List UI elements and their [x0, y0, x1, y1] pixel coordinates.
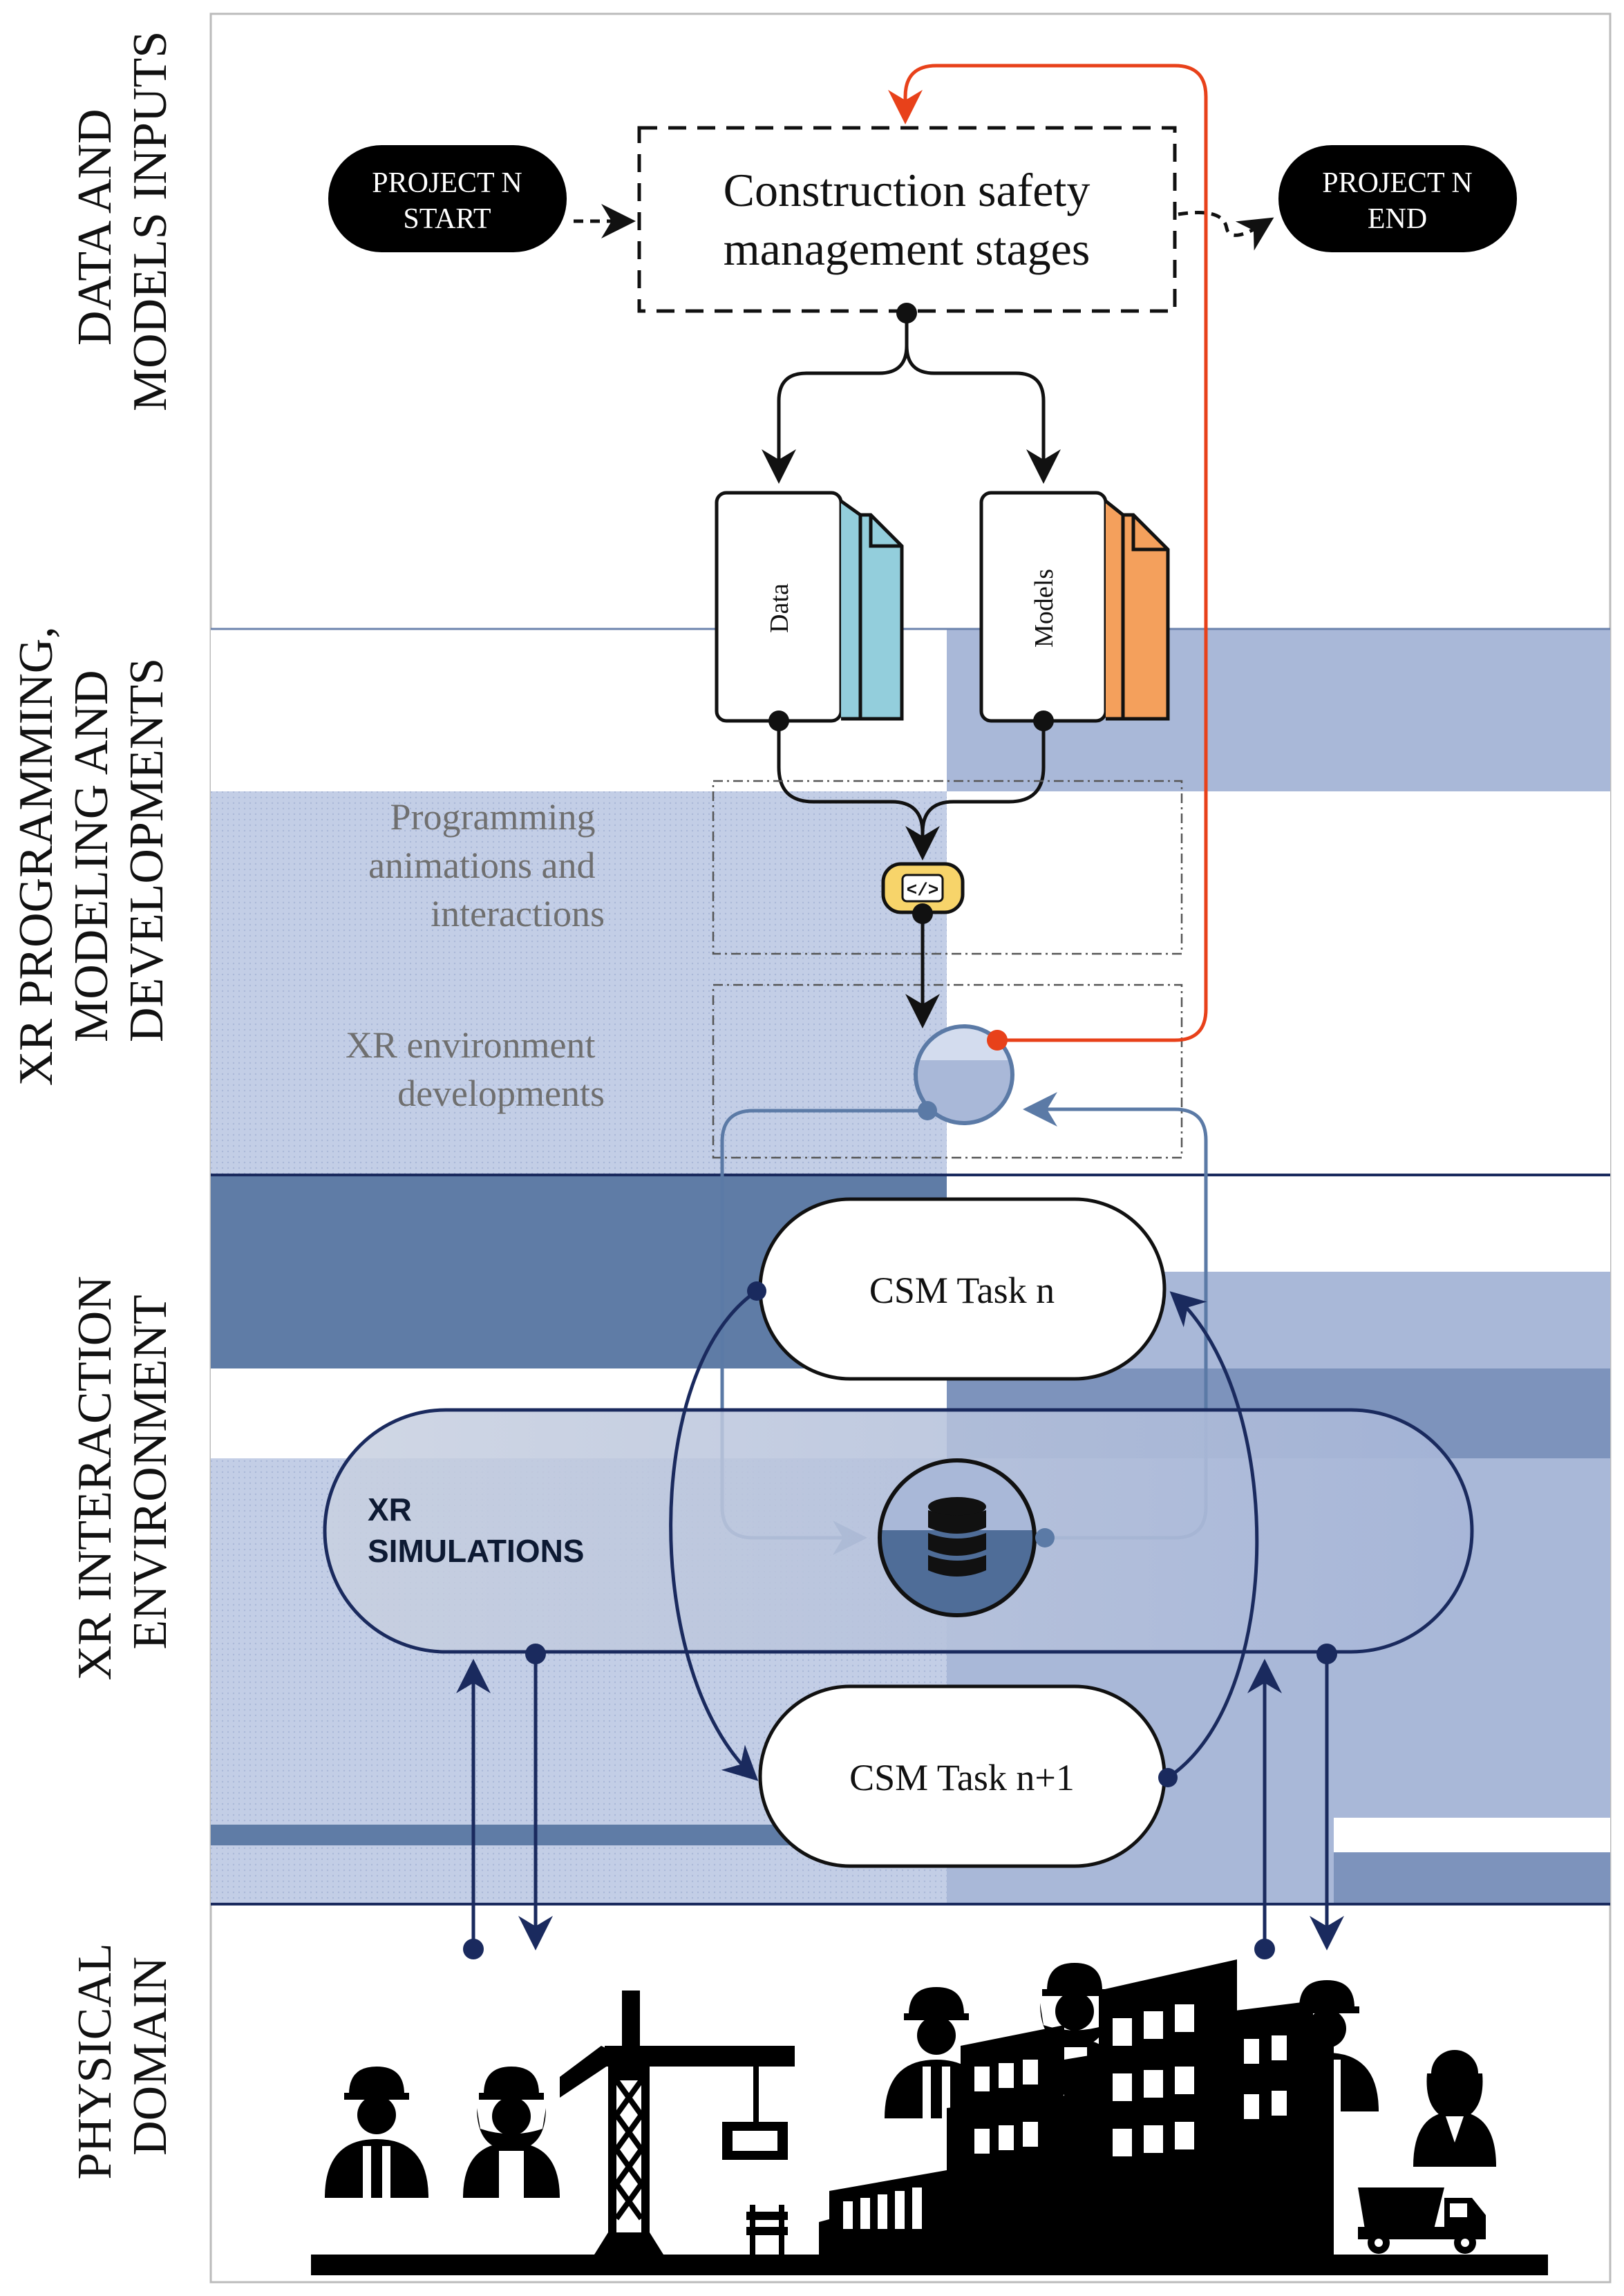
- svg-text:PROJECT N: PROJECT N: [1322, 167, 1472, 199]
- lane-label-xr-programming: XR PROGRAMMING, MODELING AND DEVELOPMENT…: [10, 614, 173, 1086]
- tower-crane-icon: [560, 1991, 795, 2255]
- lane-label-xr-interaction: XR INTERACTION ENVIRONMENT: [68, 1264, 177, 1681]
- xr-environment-region: [712, 984, 1183, 1159]
- svg-text:PROJECT N: PROJECT N: [372, 167, 522, 199]
- xr-environment-node: [914, 1024, 1014, 1125]
- data-document-label: Data: [765, 583, 794, 633]
- stage-to-models-arrow: [905, 313, 1061, 484]
- task-n1-to-task-n-arrow: [1167, 1291, 1259, 1780]
- csm-task-n1: CSM Task n+1: [758, 1684, 1167, 1868]
- project-start-terminal: PROJECT N START: [328, 145, 567, 252]
- ground-line: [311, 2255, 1548, 2275]
- lane-label-physical-domain: PHYSICAL DOMAIN: [68, 1932, 177, 2179]
- models-document-icon: Models: [979, 491, 1170, 723]
- data-to-code-arrow: [777, 721, 940, 860]
- svg-text:END: END: [1368, 203, 1427, 235]
- physical-domain-scene: [311, 1959, 1548, 2275]
- svg-text:Construction safety: Construction safety: [724, 164, 1090, 216]
- project-end-terminal: PROJECT N END: [1278, 145, 1517, 252]
- stage-to-end-arrow: [1178, 211, 1274, 251]
- svg-text:CSM Task n+1: CSM Task n+1: [849, 1757, 1075, 1798]
- svg-text:START: START: [403, 203, 491, 235]
- csm-task-n: CSM Task n: [758, 1197, 1167, 1381]
- xr-simulations-label: XR SIMULATIONS: [368, 1492, 584, 1569]
- xr-environment-label: XR environment developments: [346, 1024, 605, 1114]
- office-worker-icon: [1413, 2050, 1496, 2167]
- xr-programming-lane-background: [211, 628, 1610, 1175]
- lane-label-data-models-inputs: DATA AND MODELS INPUTS: [68, 31, 177, 411]
- dump-truck-icon: [1358, 2187, 1486, 2254]
- database-output-dot: [1035, 1528, 1055, 1547]
- models-document-label: Models: [1030, 569, 1059, 648]
- feedback-arrow: [888, 64, 1208, 1042]
- construction-safety-stages-box: Construction safety management stages: [637, 126, 1177, 313]
- building-icon: [819, 1959, 1334, 2255]
- code-icon: </>: [881, 862, 965, 914]
- programming-label: Programming animations and interactions: [368, 796, 605, 934]
- construction-worker-icon: [325, 2067, 428, 2198]
- svg-text:CSM Task n: CSM Task n: [869, 1270, 1055, 1311]
- stage-to-data-arrow: [762, 313, 909, 484]
- road-barrier-icon: [746, 2205, 788, 2255]
- svg-text:</>: </>: [907, 880, 939, 901]
- construction-worker-icon: [463, 2067, 560, 2198]
- svg-text:management stages: management stages: [724, 223, 1090, 275]
- database-icon: [878, 1458, 1037, 1617]
- task-n-to-task-n1-arrow: [669, 1289, 759, 1781]
- programming-region: [712, 780, 1183, 955]
- data-document-icon: Data: [715, 491, 904, 723]
